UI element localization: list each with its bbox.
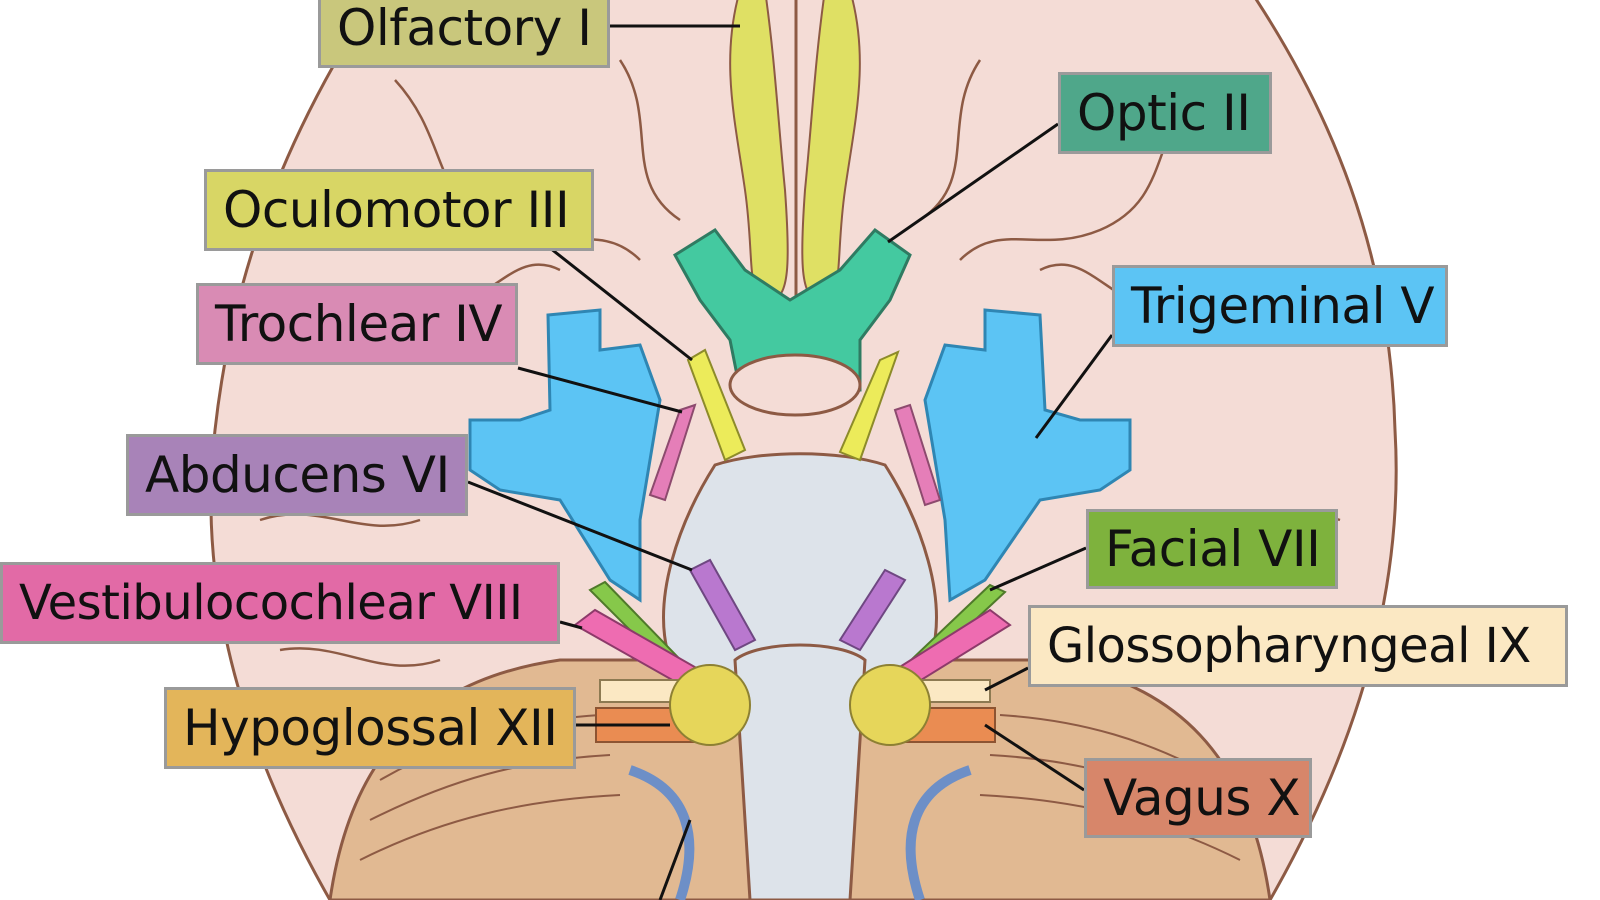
vertebral-artery-left: [628, 765, 695, 900]
label-glossopharyngeal: Glossopharyngeal IX: [1028, 605, 1568, 687]
medulla: [733, 643, 867, 900]
label-text: Trochlear IV: [215, 295, 503, 353]
pituitary-stalk: [728, 353, 862, 417]
hypoglossal-right: [849, 664, 931, 746]
trochlear-left: [648, 403, 697, 502]
label-text: Hypoglossal XII: [183, 699, 558, 757]
label-text: Facial VII: [1105, 520, 1321, 578]
label-trigeminal: Trigeminal V: [1112, 265, 1448, 347]
label-text: Vestibulocochlear VIII: [19, 575, 523, 631]
label-abducens: Abducens VI: [126, 434, 468, 516]
label-trochlear: Trochlear IV: [196, 283, 518, 365]
abducens-left: [688, 558, 757, 652]
label-text: Abducens VI: [145, 446, 450, 504]
label-optic: Optic II: [1058, 72, 1272, 154]
label-text: Vagus X: [1103, 769, 1301, 827]
label-oculomotor: Oculomotor III: [204, 169, 594, 251]
label-text: Trigeminal V: [1131, 277, 1435, 335]
trigeminal-nerve-right: [923, 308, 1132, 603]
label-olfactory: Olfactory I: [318, 0, 610, 68]
leader-lines: [467, 24, 1114, 900]
label-vestibulocochlear: Vestibulocochlear VIII: [0, 562, 560, 644]
vertebral-artery-right: [905, 765, 972, 900]
oculomotor-left: [686, 348, 747, 462]
label-text: Optic II: [1077, 84, 1251, 142]
label-hypoglossal: Hypoglossal XII: [164, 687, 576, 769]
label-text: Oculomotor III: [223, 181, 570, 239]
trochlear-right: [893, 403, 942, 507]
optic-chiasm: [672, 227, 912, 392]
trigeminal-nerve-left: [468, 308, 662, 603]
oculomotor-right: [838, 350, 900, 462]
abducens-right: [838, 568, 907, 652]
hypoglossal-left: [669, 664, 751, 746]
label-facial: Facial VII: [1086, 509, 1338, 589]
label-text: Glossopharyngeal IX: [1047, 618, 1531, 674]
label-text: Olfactory I: [337, 0, 592, 57]
label-vagus: Vagus X: [1084, 758, 1312, 838]
